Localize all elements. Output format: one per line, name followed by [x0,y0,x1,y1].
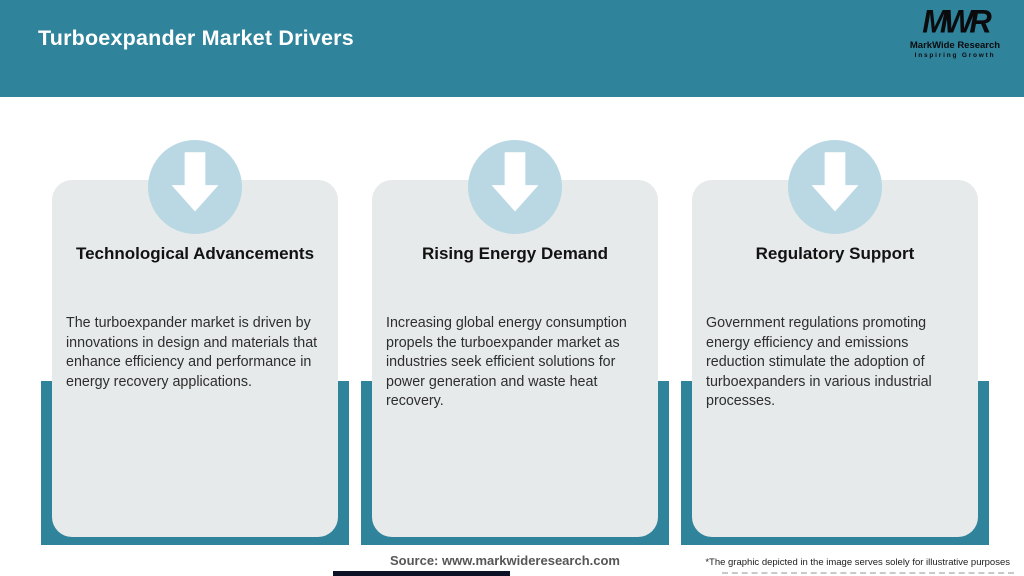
header-bar: Turboexpander Market Drivers MWR MarkWid… [0,0,1024,97]
logo-name: MarkWide Research [909,39,1001,51]
driver-card-regulatory-support: Regulatory Support Government regulation… [692,180,978,537]
card-description: Increasing global energy consumption pro… [386,315,627,409]
logo-monogram: MWR [922,3,991,40]
card-title: Regulatory Support [755,244,915,263]
disclaimer-text: *The graphic depicted in the image serve… [705,557,1010,568]
driver-card-technological-advancements: Technological Advancements The turboexpa… [52,180,338,537]
down-arrow-icon [148,140,242,234]
driver-card-rising-energy-demand: Rising Energy Demand Increasing global e… [372,180,658,537]
card-description: Government regulations promoting energy … [706,315,932,409]
bottom-bar [333,571,510,576]
down-arrow-icon [788,140,882,234]
markwide-research-logo: MWR MarkWide Research Inspiring Growth [896,3,1014,59]
card-description: The turboexpander market is driven by in… [66,315,318,390]
source-url: Source: www.markwideresearch.com [389,553,620,568]
logo-tagline: Inspiring Growth [914,51,996,59]
page-title: Turboexpander Market Drivers [38,26,354,50]
card-title: Technological Advancements [75,244,315,263]
bottom-dashed-line [722,572,1014,574]
card-title: Rising Energy Demand [421,244,609,263]
down-arrow-icon [468,140,562,234]
